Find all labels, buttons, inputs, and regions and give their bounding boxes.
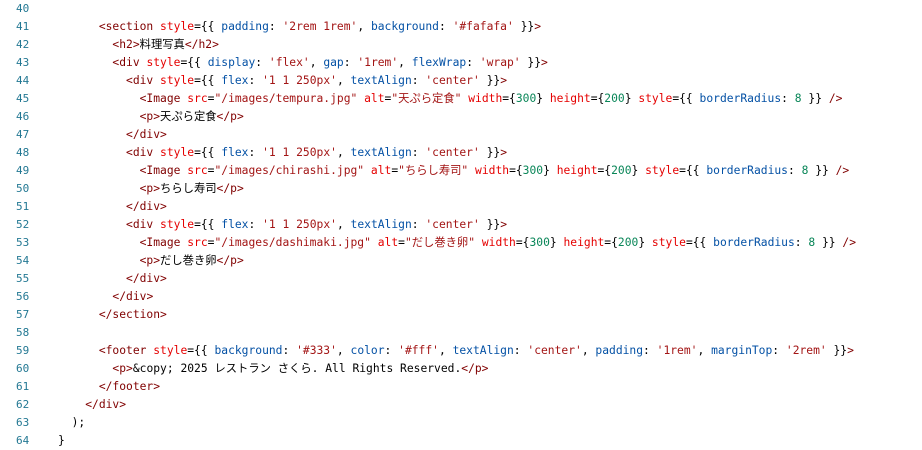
line-code: <p>&copy; 2025 レストラン さくら. All Rights Res… <box>112 362 489 375</box>
line-code: ); <box>58 416 86 429</box>
line-code: <Image src="/images/chirashi.jpg" alt="ち… <box>139 164 850 177</box>
line-number: 48 <box>16 146 30 159</box>
line-code: <section style={{ padding: '2rem 1rem', … <box>98 20 541 33</box>
line-code: </footer> <box>98 380 161 393</box>
line-code: <p>だし巻き卵</p> <box>139 254 244 267</box>
code-line[interactable]: 57 </section> <box>0 306 922 324</box>
code-line[interactable]: 55 </div> <box>0 270 922 288</box>
line-code: <footer style={{ background: '#333', col… <box>98 344 854 357</box>
code-line[interactable]: 63 ); <box>0 414 922 432</box>
line-number: 61 <box>16 380 30 393</box>
line-number: 52 <box>16 218 30 231</box>
code-line[interactable]: 41 <section style={{ padding: '2rem 1rem… <box>0 18 922 36</box>
code-line[interactable]: 44 <div style={{ flex: '1 1 250px', text… <box>0 72 922 90</box>
line-number: 57 <box>16 308 30 321</box>
line-code: <Image src="/images/dashimaki.jpg" alt="… <box>139 236 857 249</box>
line-number: 60 <box>16 362 30 375</box>
line-number: 54 <box>16 254 30 267</box>
line-number: 62 <box>16 398 30 411</box>
code-line[interactable]: 53 <Image src="/images/dashimaki.jpg" al… <box>0 234 922 252</box>
line-number: 40 <box>16 2 30 15</box>
line-code: <h2>料理写真</h2> <box>112 38 219 51</box>
line-number: 49 <box>16 164 30 177</box>
line-code: <div style={{ flex: '1 1 250px', textAli… <box>126 74 508 87</box>
code-line[interactable]: 47 </div> <box>0 126 922 144</box>
line-code: <div style={{ display: 'flex', gap: '1re… <box>112 56 548 69</box>
line-number: 46 <box>16 110 30 123</box>
line-code: <p>ちらし寿司</p> <box>139 182 244 195</box>
code-line[interactable]: 52 <div style={{ flex: '1 1 250px', text… <box>0 216 922 234</box>
line-number: 44 <box>16 74 30 87</box>
line-number: 58 <box>16 326 30 339</box>
line-number: 56 <box>16 290 30 303</box>
line-number: 41 <box>16 20 30 33</box>
line-code: <div style={{ flex: '1 1 250px', textAli… <box>126 218 508 231</box>
line-number: 42 <box>16 38 30 51</box>
line-number: 51 <box>16 200 30 213</box>
line-code: </section> <box>98 308 167 321</box>
line-code: <Image src="/images/tempura.jpg" alt="天ぷ… <box>139 92 843 105</box>
line-number: 55 <box>16 272 30 285</box>
line-number: 45 <box>16 92 30 105</box>
code-line[interactable]: 54 <p>だし巻き卵</p> <box>0 252 922 270</box>
line-number: 64 <box>16 434 30 447</box>
line-number: 43 <box>16 56 30 69</box>
line-code: <p>天ぷら定食</p> <box>139 110 244 123</box>
code-line[interactable]: 56 </div> <box>0 288 922 306</box>
code-line[interactable]: 49 <Image src="/images/chirashi.jpg" alt… <box>0 162 922 180</box>
line-code: </div> <box>112 290 154 303</box>
line-number: 59 <box>16 344 30 357</box>
code-line[interactable]: 59 <footer style={{ background: '#333', … <box>0 342 922 360</box>
code-line[interactable]: 58 <box>0 324 922 342</box>
line-number: 47 <box>16 128 30 141</box>
line-number: 63 <box>16 416 30 429</box>
code-line[interactable]: 46 <p>天ぷら定食</p> <box>0 108 922 126</box>
line-code: </div> <box>126 272 167 285</box>
line-number: 50 <box>16 182 30 195</box>
code-line[interactable]: 45 <Image src="/images/tempura.jpg" alt=… <box>0 90 922 108</box>
code-line[interactable]: 51 </div> <box>0 198 922 216</box>
line-code: <div style={{ flex: '1 1 250px', textAli… <box>126 146 508 159</box>
code-line[interactable]: 40 <box>0 0 922 18</box>
code-line[interactable]: 62 </div> <box>0 396 922 414</box>
line-code: </div> <box>126 200 167 213</box>
code-line[interactable]: 48 <div style={{ flex: '1 1 250px', text… <box>0 144 922 162</box>
line-code: </div> <box>85 398 127 411</box>
code-line[interactable]: 42 <h2>料理写真</h2> <box>0 36 922 54</box>
code-line[interactable]: 61 </footer> <box>0 378 922 396</box>
code-line[interactable]: 43 <div style={{ display: 'flex', gap: '… <box>0 54 922 72</box>
code-line[interactable]: 60 <p>&copy; 2025 レストラン さくら. All Rights … <box>0 360 922 378</box>
code-line[interactable]: 50 <p>ちらし寿司</p> <box>0 180 922 198</box>
line-code: </div> <box>126 128 167 141</box>
line-code: } <box>58 434 65 447</box>
code-line[interactable]: 64} <box>0 432 922 450</box>
line-number: 53 <box>16 236 30 249</box>
